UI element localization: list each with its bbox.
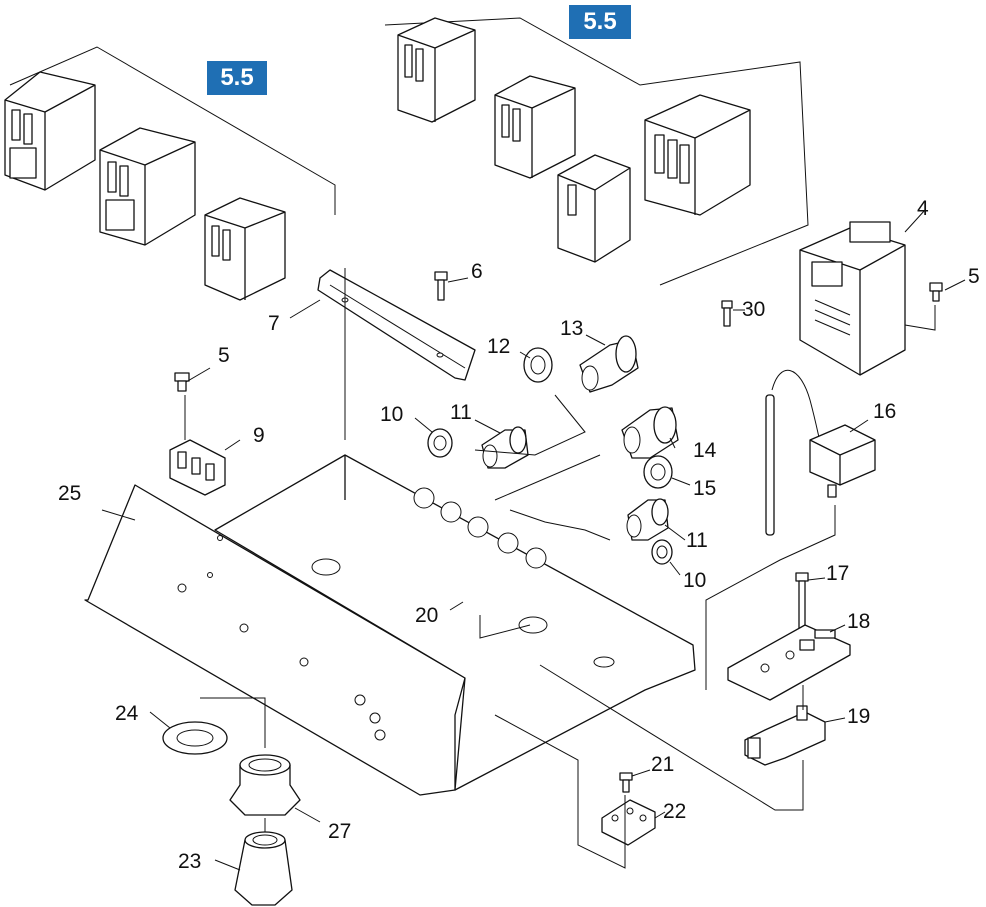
reference-badge-left[interactable]: 5.5 <box>207 61 267 95</box>
terminal-block-9[interactable] <box>169 439 226 496</box>
label-12: 12 <box>487 335 510 358</box>
label-21: 21 <box>651 753 674 776</box>
contactor-left-1[interactable] <box>4 71 96 191</box>
gland-11-lower[interactable] <box>626 498 669 541</box>
fuse-30[interactable] <box>721 300 733 327</box>
group-outline-left <box>9 46 336 215</box>
terminal-block-22[interactable] <box>601 799 656 846</box>
label-10-upper: 10 <box>380 403 403 426</box>
label-20: 20 <box>415 604 438 627</box>
gland-13[interactable] <box>579 335 639 393</box>
label-9: 9 <box>253 424 265 447</box>
contactor-top-2[interactable] <box>494 75 576 179</box>
nut-10-upper[interactable] <box>427 428 453 458</box>
gland-14[interactable] <box>621 406 679 459</box>
screw-5-left[interactable] <box>174 372 190 392</box>
screw-17[interactable] <box>795 572 809 630</box>
din-rail[interactable] <box>317 269 476 381</box>
part-number-labels: 4 5 6 7 30 13 12 5 10 11 16 9 14 15 25 1… <box>58 197 980 873</box>
label-6: 6 <box>471 260 483 283</box>
nut-10-lower[interactable] <box>651 539 673 565</box>
label-30: 30 <box>742 298 765 321</box>
label-4: 4 <box>917 197 929 220</box>
fitting-27[interactable] <box>229 754 301 816</box>
nut-24[interactable] <box>162 721 228 755</box>
screw-5-right[interactable] <box>929 282 943 302</box>
screw-21[interactable] <box>619 772 633 793</box>
control-panel-housing[interactable] <box>84 454 696 796</box>
label-18: 18 <box>847 610 870 633</box>
label-19: 19 <box>847 705 870 728</box>
label-10-lower: 10 <box>683 569 706 592</box>
label-13: 13 <box>560 317 583 340</box>
leader-lines <box>101 209 966 871</box>
label-16: 16 <box>873 400 896 423</box>
gland-11-upper[interactable] <box>481 426 529 469</box>
contactor-top-large[interactable] <box>644 94 751 216</box>
label-23: 23 <box>178 850 201 873</box>
label-22: 22 <box>663 800 686 823</box>
label-14: 14 <box>693 439 717 462</box>
transformer[interactable] <box>799 221 906 376</box>
label-5-right: 5 <box>968 265 980 288</box>
label-7: 7 <box>268 312 280 335</box>
reference-badge-top[interactable]: 5.5 <box>569 5 631 39</box>
contactor-top-1[interactable] <box>397 17 476 123</box>
label-11-upper: 11 <box>450 401 472 424</box>
nut-12[interactable] <box>523 347 553 383</box>
contactor-left-3[interactable] <box>204 197 286 301</box>
overload-relay[interactable] <box>557 154 631 263</box>
label-11-lower: 11 <box>686 529 708 552</box>
group-outline-top <box>384 17 809 286</box>
pcb-bracket[interactable] <box>744 705 826 766</box>
label-25: 25 <box>58 482 81 505</box>
label-15: 15 <box>693 477 716 500</box>
contactor-left-2[interactable] <box>99 127 196 246</box>
gland-23[interactable] <box>234 831 293 906</box>
label-5-left: 5 <box>218 344 230 367</box>
label-24: 24 <box>115 702 139 725</box>
thermostat[interactable] <box>765 369 876 536</box>
label-17: 17 <box>826 562 849 585</box>
nut-15[interactable] <box>643 455 673 489</box>
circuit-board[interactable] <box>727 624 851 701</box>
screw-6[interactable] <box>434 271 448 301</box>
label-27: 27 <box>328 820 351 843</box>
